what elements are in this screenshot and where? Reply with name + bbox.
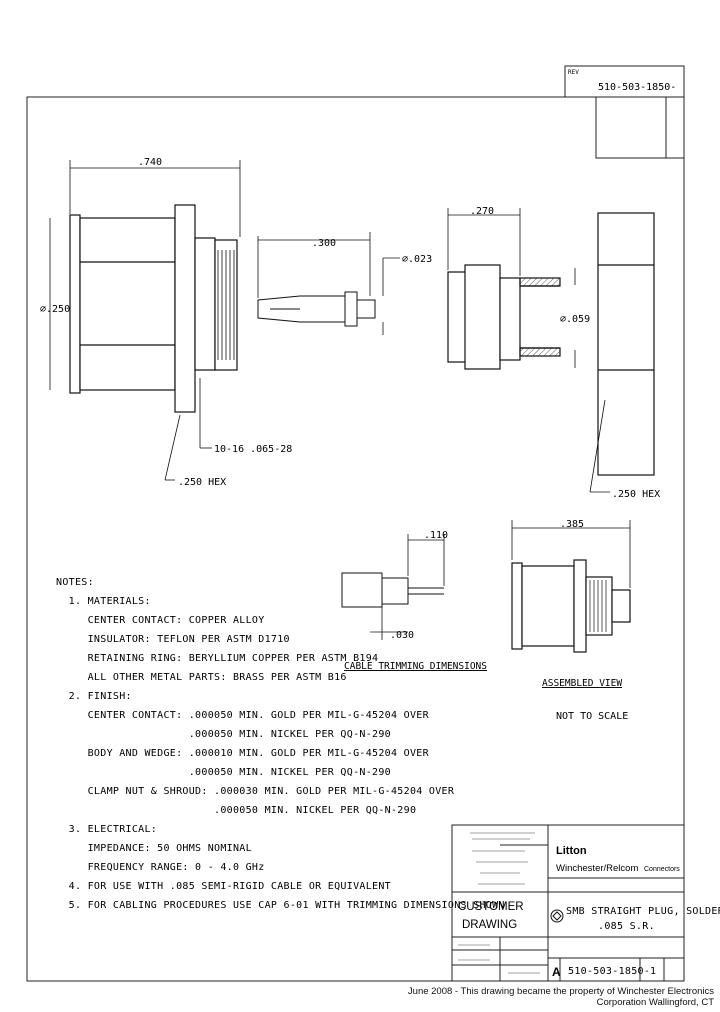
center-contact-view [257, 291, 376, 327]
dimension-lines-main [49, 160, 400, 481]
connector-body-view [69, 204, 238, 413]
dim-contact-diameter: ⌀.023 [402, 254, 432, 265]
drawing-title-line1: SMB STRAIGHT PLUG, SOLDER/CLAMP [566, 906, 720, 917]
dim-contact-length: .300 [312, 238, 336, 249]
note-line: CENTER CONTACT: COPPER ALLOY [56, 615, 265, 626]
title-block-text: Litton Winchester/Relcom Connectors CUST… [458, 845, 720, 979]
dim-thread: 10-16 .065-28 [214, 444, 292, 455]
assembled-cross-section [447, 212, 655, 476]
division-name-main: Winchester/Relcom [556, 863, 638, 874]
division-name-suffix: Connectors [644, 866, 680, 873]
dimension-lines-trim [370, 534, 445, 640]
note-line: 4. FOR USE WITH .085 SEMI-RIGID CABLE OR… [56, 881, 391, 892]
dim-cable-diameter: ⌀.059 [560, 314, 590, 325]
dwg-number: 510-503-1850- [568, 966, 650, 977]
note-line: BODY AND WEDGE: .000010 MIN. GOLD PER MI… [56, 748, 430, 759]
drawing-title-line2: .085 S.R. [598, 921, 655, 932]
company-name: Litton [556, 845, 587, 857]
division-name: Winchester/Relcom Connectors [556, 863, 680, 874]
note-line: .000050 MIN. NICKEL PER QQ-N-290 [56, 729, 391, 740]
rev-label: REV [568, 69, 579, 76]
cable-trimming-view [341, 572, 444, 608]
drawing-number-top: 510-503-1850- [598, 82, 676, 93]
note-line: RETAINING RING: BERYLLIUM COPPER PER AST… [56, 653, 378, 664]
notes-block: NOTES: 1. MATERIALS: CENTER CONTACT: COP… [56, 577, 505, 911]
sheet-number: 1 [650, 966, 656, 977]
size-letter: A [552, 965, 561, 979]
approval-stamp-text [458, 832, 540, 974]
dim-trim-dielectric: .030 [390, 630, 414, 641]
note-line: ALL OTHER METAL PARTS: BRASS PER ASTM B1… [56, 672, 347, 683]
dim-hex-1: .250 HEX [178, 477, 226, 488]
note-line: 3. ELECTRICAL: [56, 824, 157, 835]
sheet-border [26, 65, 685, 982]
note-line: .000050 MIN. NICKEL PER QQ-N-290 [56, 767, 391, 778]
ownership-footer: June 2008 - This drawing became the prop… [407, 986, 714, 1008]
title-block [451, 824, 685, 982]
note-line: IMPEDANCE: 50 OHMS NOMINAL [56, 843, 252, 854]
winchester-logo-icon [550, 909, 564, 923]
note-line: CLAMP NUT & SHROUD: .000030 MIN. GOLD PE… [56, 786, 455, 797]
dim-assembled-width: .385 [560, 519, 584, 530]
caption-not-to-scale: NOT TO SCALE [556, 711, 628, 722]
note-line: .000050 MIN. NICKEL PER QQ-N-290 [56, 805, 416, 816]
caption-assembled-view: ASSEMBLED VIEW [542, 678, 622, 689]
customer-drawing-line1: CUSTOMER [458, 901, 524, 913]
dim-trim-length: .110 [424, 530, 448, 541]
note-line: 5. FOR CABLING PROCEDURES USE CAP 6-01 W… [56, 900, 505, 911]
dim-hex-2: .250 HEX [612, 489, 660, 500]
note-line: INSULATOR: TEFLON PER ASTM D1710 [56, 634, 290, 645]
customer-drawing-line2: DRAWING [462, 919, 517, 931]
dim-assembled-length: .270 [470, 206, 494, 217]
dimension-lines-assembled [511, 520, 631, 588]
assembled-view [511, 559, 631, 653]
dim-overall-length: .740 [138, 157, 162, 168]
dimension-lines-right [447, 208, 610, 493]
dim-body-diameter: ⌀.250 [40, 304, 70, 315]
caption-cable-trimming: CABLE TRIMMING DIMENSIONS [344, 661, 487, 672]
note-line: NOTES: [56, 577, 94, 588]
note-line: CENTER CONTACT: .000050 MIN. GOLD PER MI… [56, 710, 430, 721]
note-line: FREQUENCY RANGE: 0 - 4.0 GHz [56, 862, 265, 873]
note-line: 2. FINISH: [56, 691, 132, 702]
note-line: 1. MATERIALS: [56, 596, 151, 607]
